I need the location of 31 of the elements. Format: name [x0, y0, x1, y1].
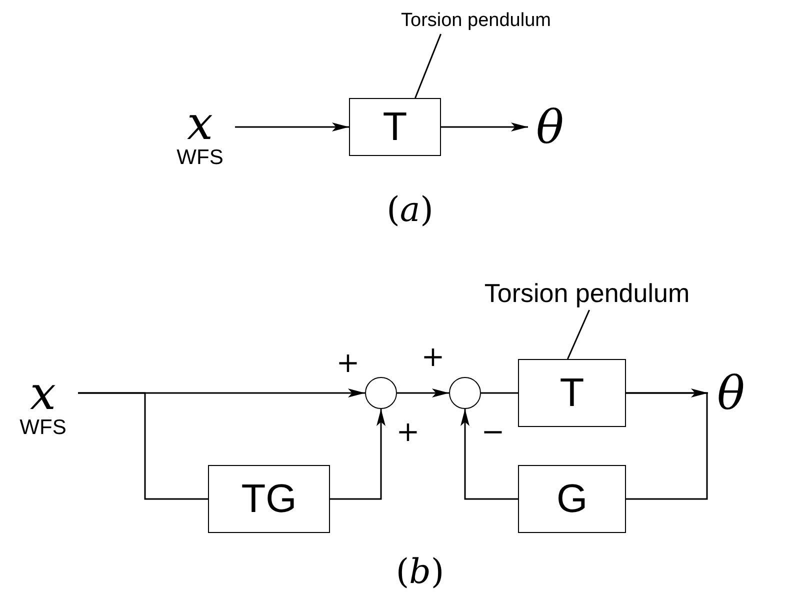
- signal-arrow: [235, 122, 349, 132]
- signal-arrow: [397, 388, 449, 398]
- sign-label: +: [336, 349, 360, 377]
- signal-arrow: [330, 409, 386, 500]
- signal-label: WFS: [176, 146, 224, 170]
- signal-label: WFS: [20, 416, 66, 440]
- variable-symbol: θ: [536, 104, 564, 150]
- block-label: G: [556, 476, 588, 522]
- block-box: [518, 465, 626, 533]
- sign-label: +: [421, 343, 445, 371]
- leader-line: [414, 34, 442, 98]
- block-box: [349, 98, 441, 156]
- block-label: T: [560, 370, 584, 416]
- variable-symbol: x: [30, 370, 56, 416]
- variable-symbol: x: [187, 100, 213, 146]
- block-box: [518, 359, 626, 427]
- summing-junction: [365, 377, 397, 409]
- figure-label: (a): [386, 193, 434, 227]
- block-box: [208, 465, 330, 533]
- sign-label: −: [481, 418, 505, 446]
- variable-symbol: θ: [717, 370, 745, 416]
- sign-label: +: [396, 418, 420, 446]
- signal-arrow: [460, 409, 518, 500]
- block-label: T: [382, 104, 408, 150]
- figure-label: (b): [396, 555, 444, 589]
- block-label: TG: [241, 476, 297, 522]
- signal-arrow: [441, 122, 528, 132]
- annotation-text: Torsion pendulum: [484, 280, 690, 306]
- annotation-text: Torsion pendulum: [401, 10, 551, 30]
- summing-junction: [449, 377, 481, 409]
- leader-line: [567, 310, 590, 360]
